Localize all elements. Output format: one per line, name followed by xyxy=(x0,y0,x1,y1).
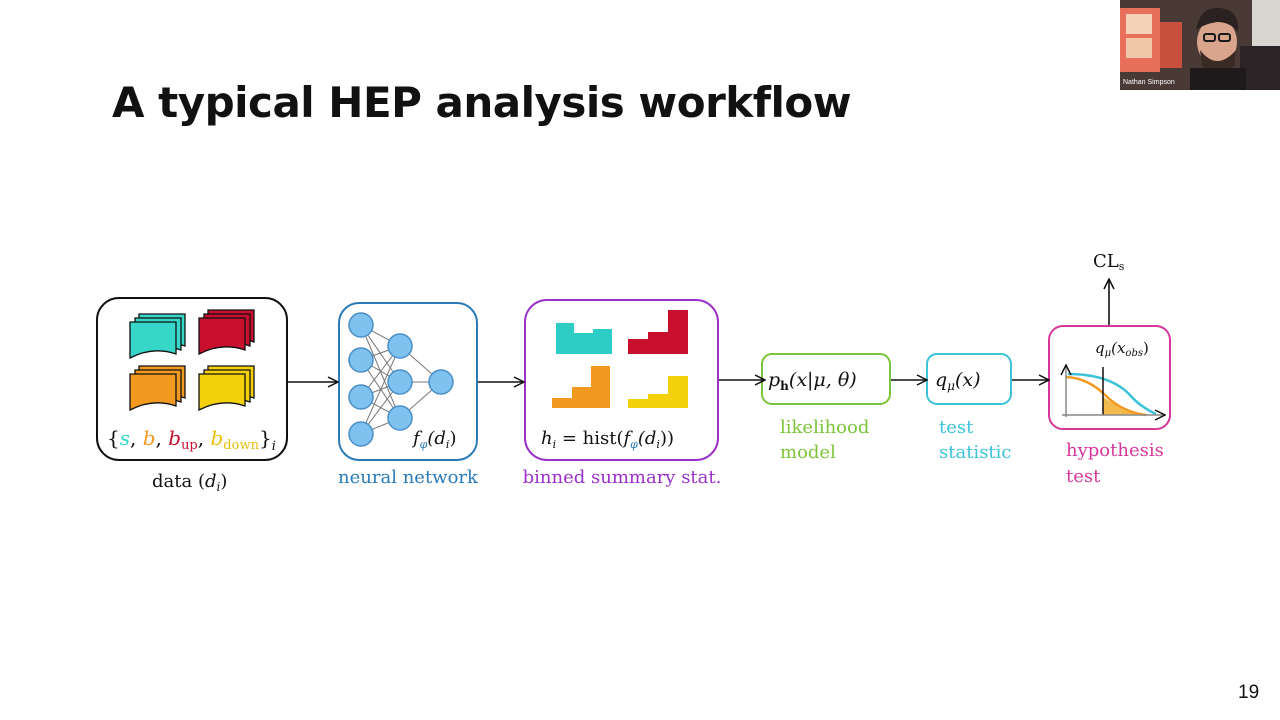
binned-summary-box: hi = hist(fφ(di)) binned summary stat. xyxy=(523,299,722,488)
bdown-samples-icon xyxy=(198,365,255,412)
nn-caption: neural network xyxy=(338,467,479,488)
hypothesis-mini-plot xyxy=(1062,366,1164,417)
p-value-area xyxy=(1103,397,1140,415)
nn-neuron xyxy=(348,312,374,338)
data-set-bup: b xyxy=(168,426,181,450)
nn-neuron xyxy=(387,333,413,359)
hist-bdown-icon xyxy=(628,376,688,408)
nn-neurons xyxy=(348,312,454,447)
nn-neuron xyxy=(348,347,374,373)
data-box-frame xyxy=(96,297,288,461)
likelihood-model-box: ph(x|μ, θ) likelihood model xyxy=(761,353,891,463)
test-statistic-box: qμ(x) test statistic xyxy=(926,353,1012,463)
nn-neuron xyxy=(387,369,413,395)
nn-neuron xyxy=(348,384,374,410)
data-box: {s, b, bup, bdown}i data (di) xyxy=(96,297,288,494)
hist-formula: hi = hist(fφ(di)) xyxy=(541,428,674,451)
cls-output-label: CLs xyxy=(1093,251,1125,273)
background-samples-icon xyxy=(129,365,186,412)
hist-box-frame xyxy=(524,299,719,461)
neural-network-box: fφ(di) neural network xyxy=(338,302,479,488)
data-caption: data (di) xyxy=(152,471,227,494)
hist-caption: binned summary stat. xyxy=(523,467,722,488)
data-set-s: s xyxy=(120,426,130,450)
likelihood-caption-line1: likelihood xyxy=(780,417,869,438)
data-set-index: i xyxy=(272,439,276,454)
nn-neuron xyxy=(428,369,454,395)
nn-neuron xyxy=(387,405,413,431)
likelihood-caption-line2: model xyxy=(780,442,836,463)
data-set-label: {s, b, bup, bdown}i xyxy=(107,426,276,454)
slide-title: A typical HEP analysis workflow xyxy=(112,78,852,127)
hypothesis-formula: qμ(xobs) xyxy=(1095,339,1149,359)
test-stat-caption-line1: test xyxy=(939,417,974,438)
hist-background-icon xyxy=(552,366,610,408)
bup-samples-icon xyxy=(198,309,255,356)
webcam-thumbnail[interactable]: Nathan Simpson xyxy=(1120,0,1280,90)
hypothesis-caption-line2: test xyxy=(1066,466,1101,487)
hypothesis-caption-line1: hypothesis xyxy=(1066,440,1164,461)
nn-box-frame xyxy=(338,302,478,461)
nn-formula: fφ(di) xyxy=(411,428,456,451)
data-set-bdown: b xyxy=(210,426,223,450)
data-set-b: b xyxy=(143,426,156,450)
test-stat-formula: qμ(x) xyxy=(935,369,981,393)
nn-neuron xyxy=(348,421,374,447)
webcam-video-feed xyxy=(1120,0,1280,90)
hist-bup-icon xyxy=(628,310,688,354)
likelihood-formula: ph(x|μ, θ) xyxy=(768,369,857,393)
page-number: 19 xyxy=(1238,682,1260,703)
null-distribution-curve xyxy=(1065,375,1147,417)
alt-distribution-curve xyxy=(1067,372,1157,416)
hypothesis-test-box: qμ(xobs) hypothesis test xyxy=(1048,325,1171,487)
hist-signal-icon xyxy=(556,323,612,354)
signal-samples-icon xyxy=(129,313,186,360)
flow-arrows xyxy=(288,280,1109,382)
data-set-bdown-sub: down xyxy=(223,438,259,453)
data-set-bup-sub: up xyxy=(181,438,198,453)
webcam-participant-name: Nathan Simpson xyxy=(1123,79,1175,86)
test-stat-caption-line2: statistic xyxy=(939,442,1012,463)
